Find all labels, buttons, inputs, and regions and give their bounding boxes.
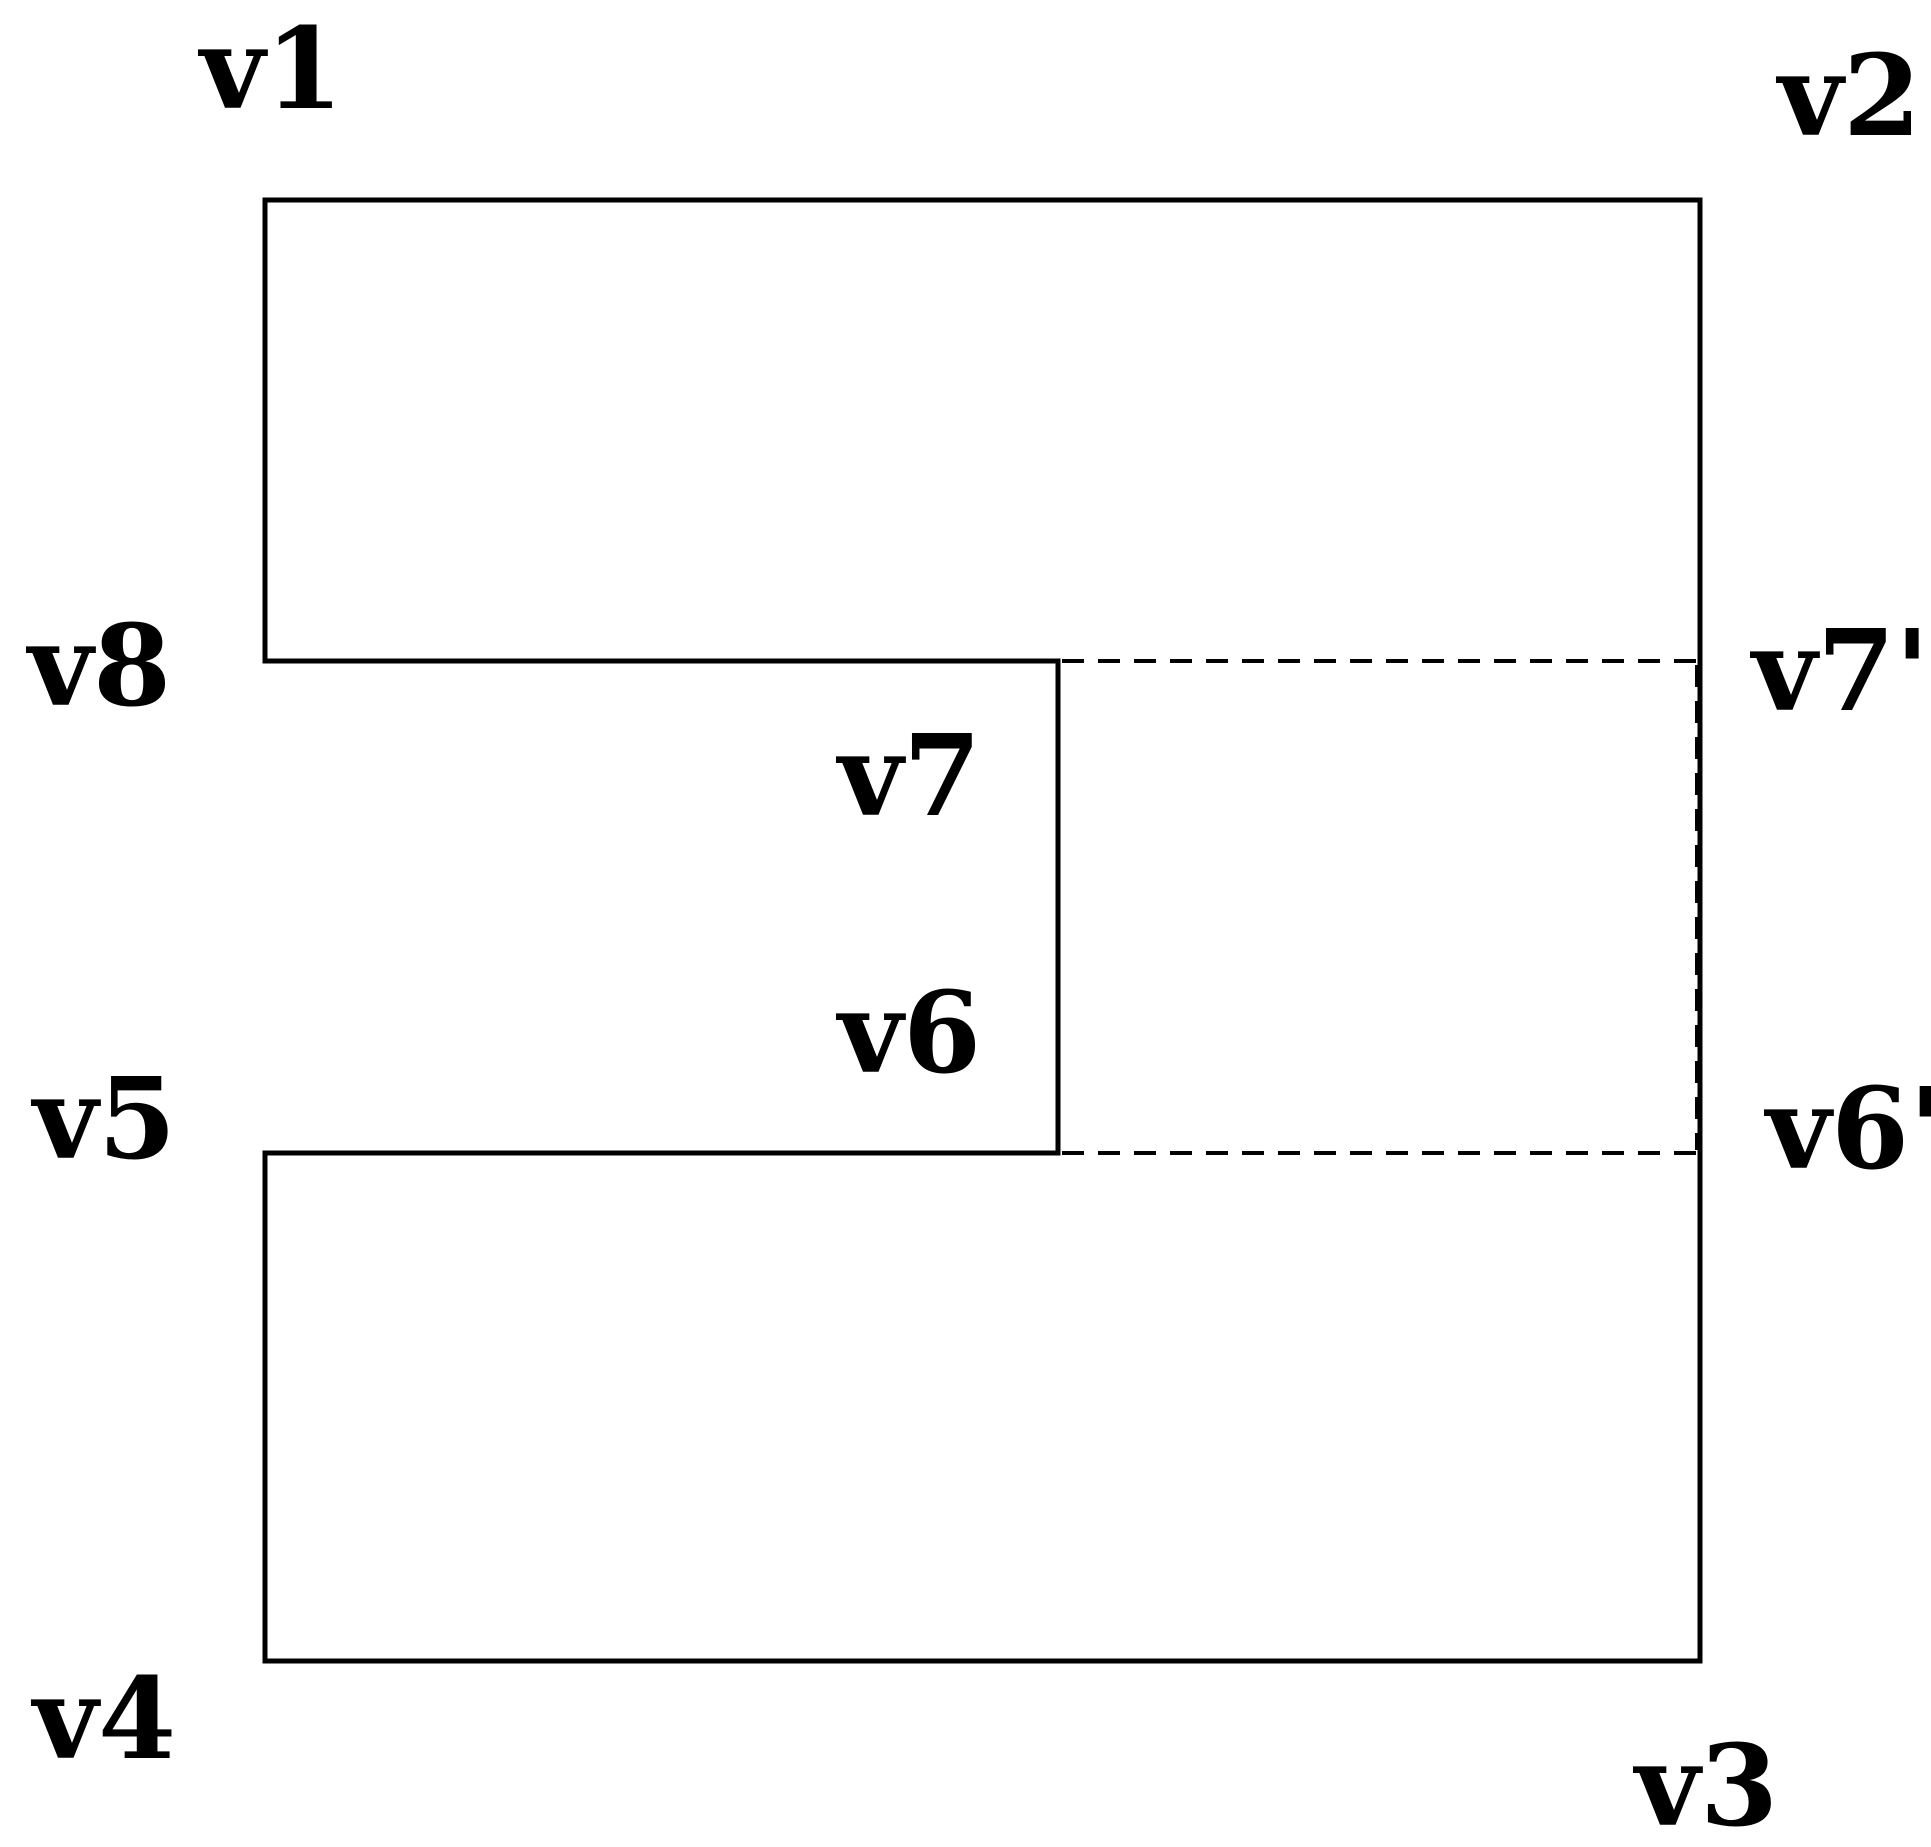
vertex-label-v3: v3 (1632, 1721, 1778, 1847)
vertex-label-v2: v2 (1775, 31, 1921, 162)
vertex-label-v5: v5 (30, 1054, 176, 1185)
vertex-label-v6: v6 (835, 968, 981, 1099)
vertex-label-v1: v1 (197, 4, 343, 135)
vertex-label-v4: v4 (30, 1654, 176, 1785)
vertex-label-v8: v8 (25, 601, 171, 732)
vertex-label-v6prime: v6' (1763, 1064, 1931, 1195)
vertex-label-v7prime: v7' (1749, 606, 1929, 737)
vertex-label-v7: v7 (835, 711, 981, 842)
